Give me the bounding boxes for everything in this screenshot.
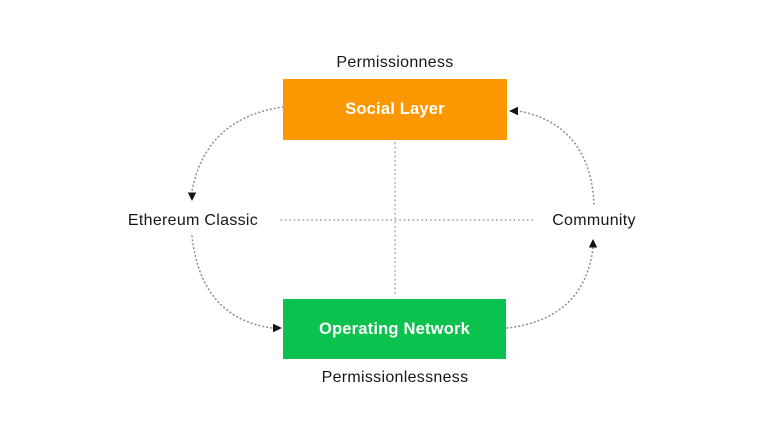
arrowhead-left-icon [509, 106, 518, 116]
operating-network-box-label: Operating Network [318, 319, 470, 338]
arrowhead-up-icon [588, 239, 598, 248]
arc-ethereum-to-network [191, 235, 273, 329]
bottom-axis-label: Permissionlessness [321, 369, 469, 386]
operating-network-box: Operating Network [283, 299, 506, 359]
arc-social-to-ethereum [191, 106, 284, 192]
left-node-label: Ethereum Classic [127, 212, 259, 229]
social-layer-box: Social Layer [283, 79, 507, 140]
right-node-label: Community [552, 212, 636, 229]
social-layer-box-label: Social Layer [345, 100, 445, 118]
arc-network-to-community [506, 247, 594, 329]
arrowhead-down-icon [187, 192, 197, 201]
top-axis-label: Permissionness [336, 54, 454, 71]
arc-community-to-social [518, 110, 595, 205]
arrowhead-right-icon [273, 323, 282, 333]
